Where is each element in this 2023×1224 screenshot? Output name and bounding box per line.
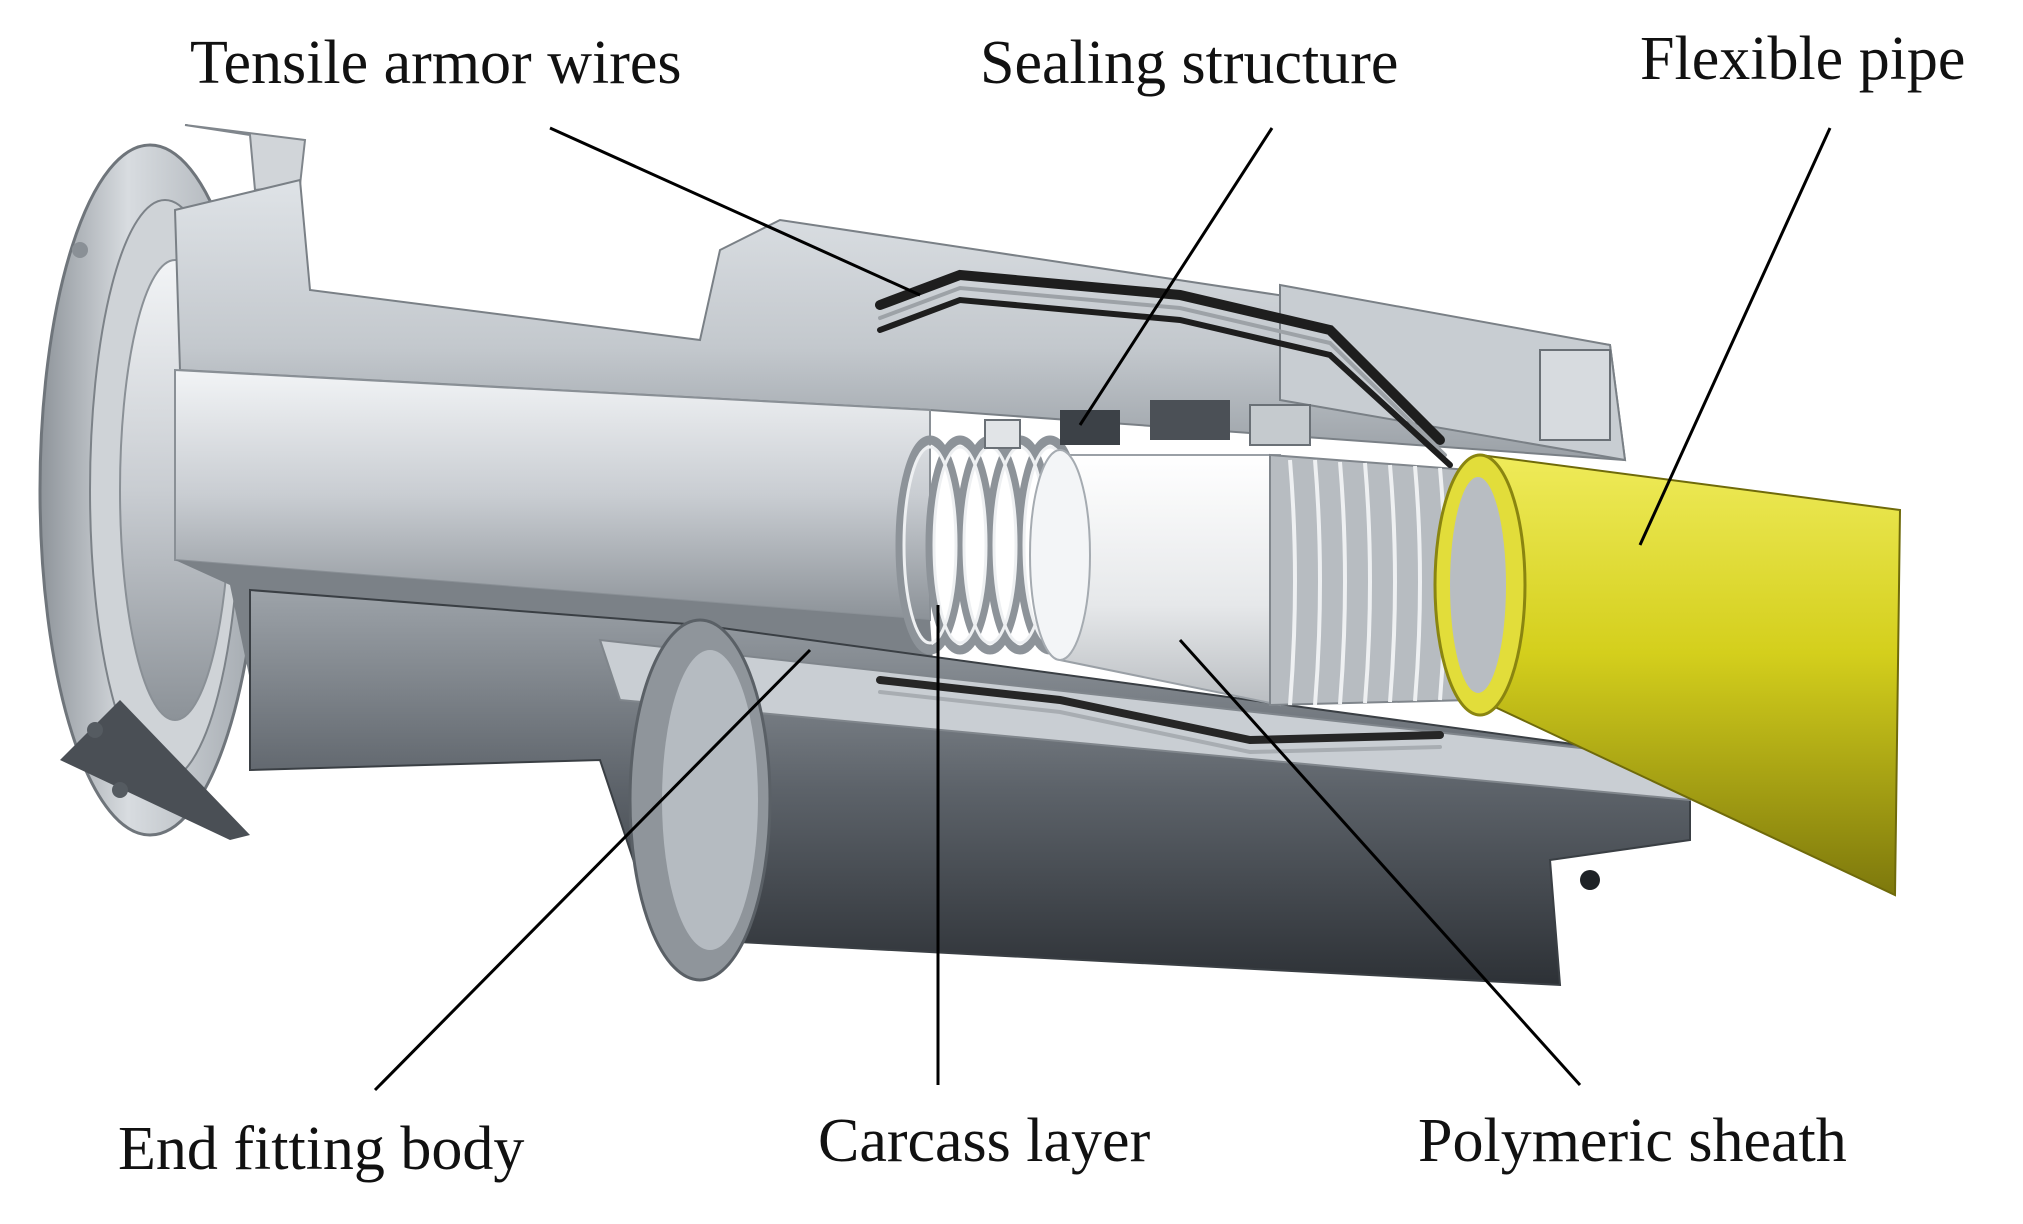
leader-line-tensile-armor-wires [549,126,921,297]
label-polymeric-sheath: Polymeric sheath [1418,1107,1847,1175]
label-carcass-layer: Carcass layer [818,1107,1151,1175]
leader-line-polymeric-sheath [1178,638,1582,1087]
leader-lines [373,126,1832,1092]
flange-notch [184,124,307,192]
leader-line-end-fitting-body [373,648,812,1092]
armor-wires-lower [876,676,1444,755]
label-end-fitting-body: End fitting body [118,1115,525,1183]
armor-wires-upper [875,269,1453,468]
sealing-structure-parts [984,400,1311,449]
sheath-edge [1029,449,1091,661]
leader-line-flexible-pipe [1638,127,1832,546]
label-flexible-pipe: Flexible pipe [1640,25,1966,93]
sheath-sleeve [1059,454,1281,707]
label-tensile-armor-wires: Tensile armor wires [190,29,682,97]
leader-line-sealing-structure [1078,127,1274,426]
label-sealing-structure: Sealing structure [980,29,1399,97]
flexible-pipe-body [1433,453,1902,897]
